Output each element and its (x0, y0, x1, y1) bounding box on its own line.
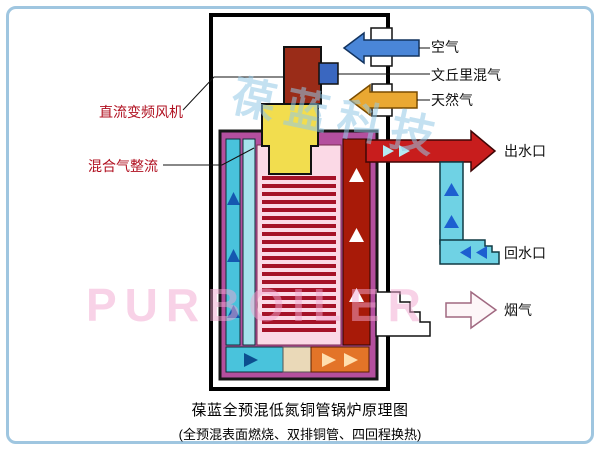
flue-outlet-duct (375, 291, 431, 337)
left-water-channel (225, 138, 241, 346)
dc-fan-body (261, 103, 319, 175)
right-arrow-icon (399, 145, 410, 157)
flue-gas-arrow-icon (445, 290, 498, 330)
burner-inlet-block (283, 46, 322, 105)
label-venturi-mix: 文丘里混气 (431, 67, 501, 83)
up-arrow-icon (227, 192, 240, 205)
outlet-flow-arrows (383, 145, 410, 157)
label-dc-fan: 直流变频风机 (99, 104, 183, 120)
label-flue-gas: 烟气 (504, 302, 532, 318)
leader-fan (182, 76, 284, 111)
copper-tube-bank (262, 176, 336, 336)
up-arrow-icon (444, 183, 459, 196)
label-air: 空气 (431, 39, 459, 55)
return-riser-pipe (439, 161, 464, 245)
bottom-pass-arrows (244, 353, 358, 367)
up-arrow-icon (349, 168, 364, 182)
leader-rectifier (163, 147, 255, 166)
up-arrow-icon (227, 305, 240, 318)
caption-subtitle: (全预混表面燃烧、双排铜管、四回程换热) (178, 427, 422, 442)
label-water-outlet: 出水口 (504, 143, 546, 159)
label-gas-rectifier: 混合气整流 (88, 158, 158, 174)
up-arrow-icon (227, 249, 240, 262)
right-arrow-icon (383, 145, 394, 157)
outlet-pipe (365, 129, 497, 173)
label-natural-gas: 天然气 (431, 92, 473, 108)
left-water-channel-inner (242, 138, 256, 346)
leader-lines (163, 47, 430, 166)
label-water-return: 回水口 (504, 245, 546, 261)
right-arrow-icon (322, 353, 336, 367)
up-arrow-icon (349, 288, 364, 302)
left-arrow-icon (460, 246, 471, 259)
caption-title: 葆蓝全预混低氮铜管锅炉原理图 (191, 402, 409, 419)
venturi-mixer (318, 62, 339, 85)
right-arrow-icon (344, 353, 358, 367)
up-arrow-icon (444, 215, 459, 228)
left-arrow-icon (476, 246, 487, 259)
right-channel-up-arrows (349, 168, 364, 302)
bottom-pass-orange (310, 346, 370, 373)
left-channel-up-arrows (227, 192, 240, 318)
up-arrow-icon (349, 228, 364, 242)
caption: 葆蓝全预混低氮铜管锅炉原理图 (全预混表面燃烧、双排铜管、四回程换热) (0, 399, 600, 443)
bottom-pass-tan (282, 346, 312, 373)
return-flow-arrows (444, 183, 487, 259)
right-arrow-icon (244, 353, 258, 367)
